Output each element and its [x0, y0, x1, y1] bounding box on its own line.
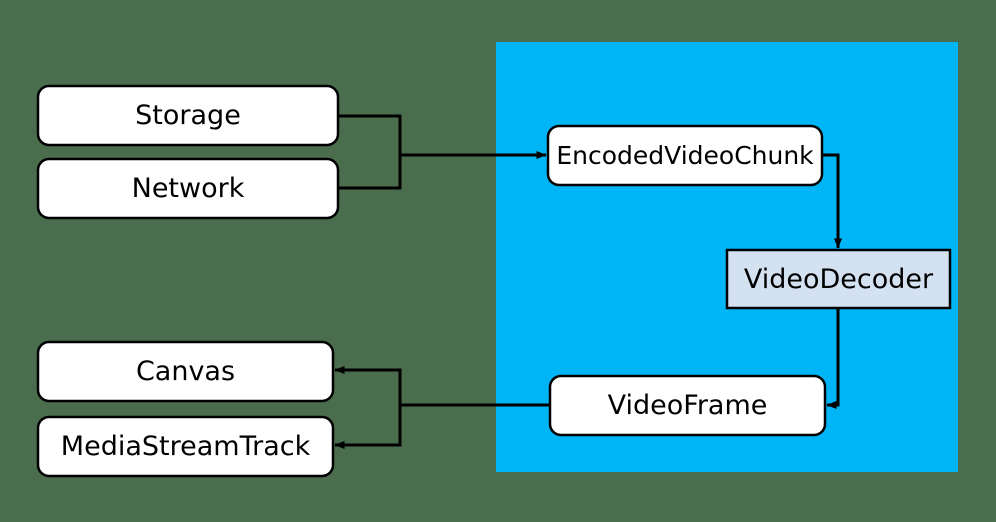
node-videodecoder-shape[interactable]	[725, 248, 952, 310]
node-canvas-shape[interactable]	[36, 340, 335, 403]
edge-videodecoder-to-videoframe	[826, 308, 840, 409]
edge-storage-to-chunk	[338, 114, 402, 155]
node-videoframe-shape[interactable]	[548, 374, 827, 437]
edge-junction-to-mediastreamtrack	[334, 405, 402, 449]
edge-network-to-chunk	[338, 155, 402, 190]
edge-junction-to-canvas	[334, 366, 402, 405]
node-storage-shape[interactable]	[36, 84, 340, 147]
node-network-shape[interactable]	[36, 157, 340, 220]
node-mediastreamtrack-shape[interactable]	[36, 415, 335, 478]
edge-chunk-to-videodecoder	[822, 153, 842, 249]
node-encodedvideochunk-shape[interactable]	[546, 124, 824, 187]
